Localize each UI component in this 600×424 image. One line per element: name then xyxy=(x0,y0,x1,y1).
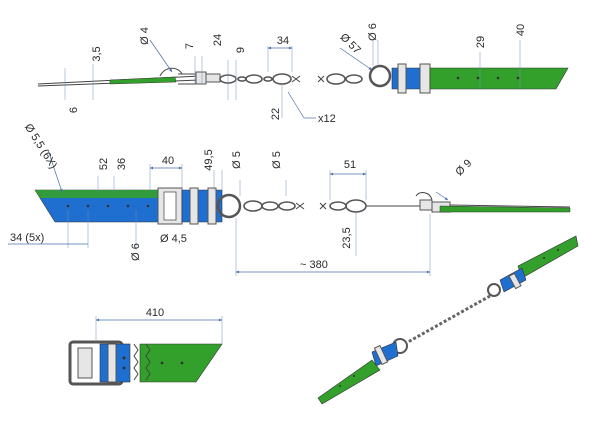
dim-mid-d9: Ø 9 xyxy=(453,157,474,178)
detail-buckle xyxy=(68,340,131,386)
middle-view: Ø 5,5 (6X) 52 36 40 49,5 Ø 5 Ø 5 51 Ø 9 … xyxy=(8,122,571,276)
iso-strap-lower xyxy=(317,341,399,405)
dim-mid-d52: 52 xyxy=(98,158,110,170)
top-view: Ø 4 3,5 6 7 24 9 34 22 x12 Ø 57 Ø 6 29 4… xyxy=(37,23,569,125)
dim-top-d6-left: 6 xyxy=(68,107,80,113)
dim-top-d6-ring: Ø 6 xyxy=(367,23,379,41)
middle-ring xyxy=(216,193,242,219)
dim-top-d29: 29 xyxy=(475,36,487,48)
isometric-view xyxy=(317,235,579,405)
middle-strap xyxy=(34,187,223,225)
detail-view: 410 xyxy=(68,307,223,386)
iso-ring-upper xyxy=(487,283,501,297)
dim-top-d24: 24 xyxy=(212,34,224,46)
dim-mid-d34-5x: 34 (5x) xyxy=(10,232,44,244)
dim-top-x12: x12 xyxy=(318,113,336,125)
detail-strap xyxy=(133,343,223,383)
dim-mid-d495: 49,5 xyxy=(203,149,215,170)
dim-mid-d6: Ø 6 xyxy=(130,243,142,261)
top-strap xyxy=(391,63,569,94)
dim-mid-d36: 36 xyxy=(116,158,128,170)
dim-mid-d51: 51 xyxy=(344,159,356,171)
middle-dimensions xyxy=(8,149,449,276)
iso-chain xyxy=(407,294,491,344)
dim-top-d7: 7 xyxy=(184,43,196,49)
dim-mid-d235: 23,5 xyxy=(341,227,353,248)
detail-dimensions xyxy=(95,316,223,344)
dim-top-d9: 9 xyxy=(235,47,247,53)
top-dimensions xyxy=(64,39,521,119)
dim-top-d34: 34 xyxy=(277,35,289,47)
iso-strap-upper xyxy=(499,235,579,293)
middle-chain-right xyxy=(319,199,367,213)
dim-mid-d55-6x: Ø 5,5 (6X) xyxy=(22,122,59,171)
dim-top-d4: Ø 4 xyxy=(139,27,151,45)
dim-mid-d5-b: Ø 5 xyxy=(271,151,283,169)
top-chain-right xyxy=(317,73,363,85)
dim-mid-d40: 40 xyxy=(162,155,174,167)
dim-mid-d45: Ø 4,5 xyxy=(160,233,187,245)
top-ring xyxy=(368,64,392,88)
dim-top-d57: Ø 57 xyxy=(337,31,362,56)
dim-top-d35: 3,5 xyxy=(91,46,103,61)
dim-mid-d5-a: Ø 5 xyxy=(231,151,243,169)
dim-top-d40: 40 xyxy=(515,24,527,36)
middle-wire-tail xyxy=(366,192,571,213)
top-chain-left xyxy=(219,73,301,85)
dim-detail-d410: 410 xyxy=(146,307,164,319)
top-wire-tail xyxy=(37,67,221,87)
middle-chain-left xyxy=(243,200,305,212)
dim-top-d22: 22 xyxy=(270,108,282,120)
dim-mid-d380: ~ 380 xyxy=(300,259,328,271)
